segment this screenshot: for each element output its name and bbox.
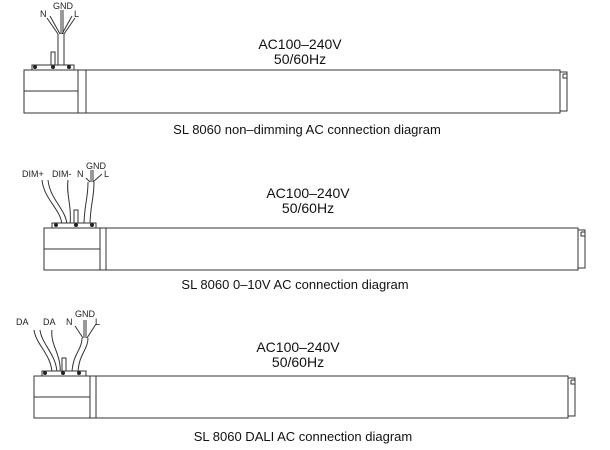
cable-bundle [46, 10, 76, 68]
linear-light-bar [77, 69, 568, 114]
voltage-label: AC100–240V [256, 339, 340, 355]
driver-housing [43, 222, 101, 271]
wire-label-dim-plus: DIM+ [22, 169, 44, 179]
wire-label-gnd: GND [75, 309, 96, 319]
wire-label-l: L [104, 169, 109, 179]
diagram-caption: SL 8060 DALI AC connection diagram [194, 429, 413, 444]
driver-housing [33, 370, 91, 419]
linear-light-bar [99, 227, 586, 271]
voltage-label: AC100–240V [258, 36, 342, 52]
diagram-non-dimming: N GND L AC100–240V 50/60Hz SL 8060 non–d… [23, 1, 568, 137]
wire-label-da-2: DA [43, 317, 56, 327]
driver-housing [23, 64, 79, 114]
wire-label-n: N [77, 169, 84, 179]
wire-label-gnd: GND [86, 161, 107, 171]
wire-label-dim-minus: DIM- [52, 169, 72, 179]
diagram-caption: SL 8060 non–dimming AC connection diagra… [173, 122, 441, 137]
wire-label-l: L [74, 9, 79, 19]
wire-label-n: N [66, 317, 73, 327]
frequency-label: 50/60Hz [282, 200, 334, 216]
wire-label-gnd: GND [53, 1, 74, 11]
cable-bundles [41, 170, 103, 227]
diagram-caption: SL 8060 0–10V AC connection diagram [181, 277, 408, 292]
voltage-label: AC100–240V [266, 185, 350, 201]
frequency-label: 50/60Hz [274, 51, 326, 67]
wire-label-da-1: DA [16, 317, 29, 327]
linear-light-bar [89, 375, 576, 419]
frequency-label: 50/60Hz [272, 354, 324, 370]
diagram-0-10v: DIM+ DIM- N GND L AC100–240V 50/60Hz SL … [22, 161, 586, 292]
diagram-dali: DA DA N GND L AC100–240V 50/60Hz SL 8060… [16, 309, 576, 444]
wire-label-n: N [40, 9, 47, 19]
cable-bundles [33, 320, 97, 375]
wire-label-l: L [95, 317, 100, 327]
